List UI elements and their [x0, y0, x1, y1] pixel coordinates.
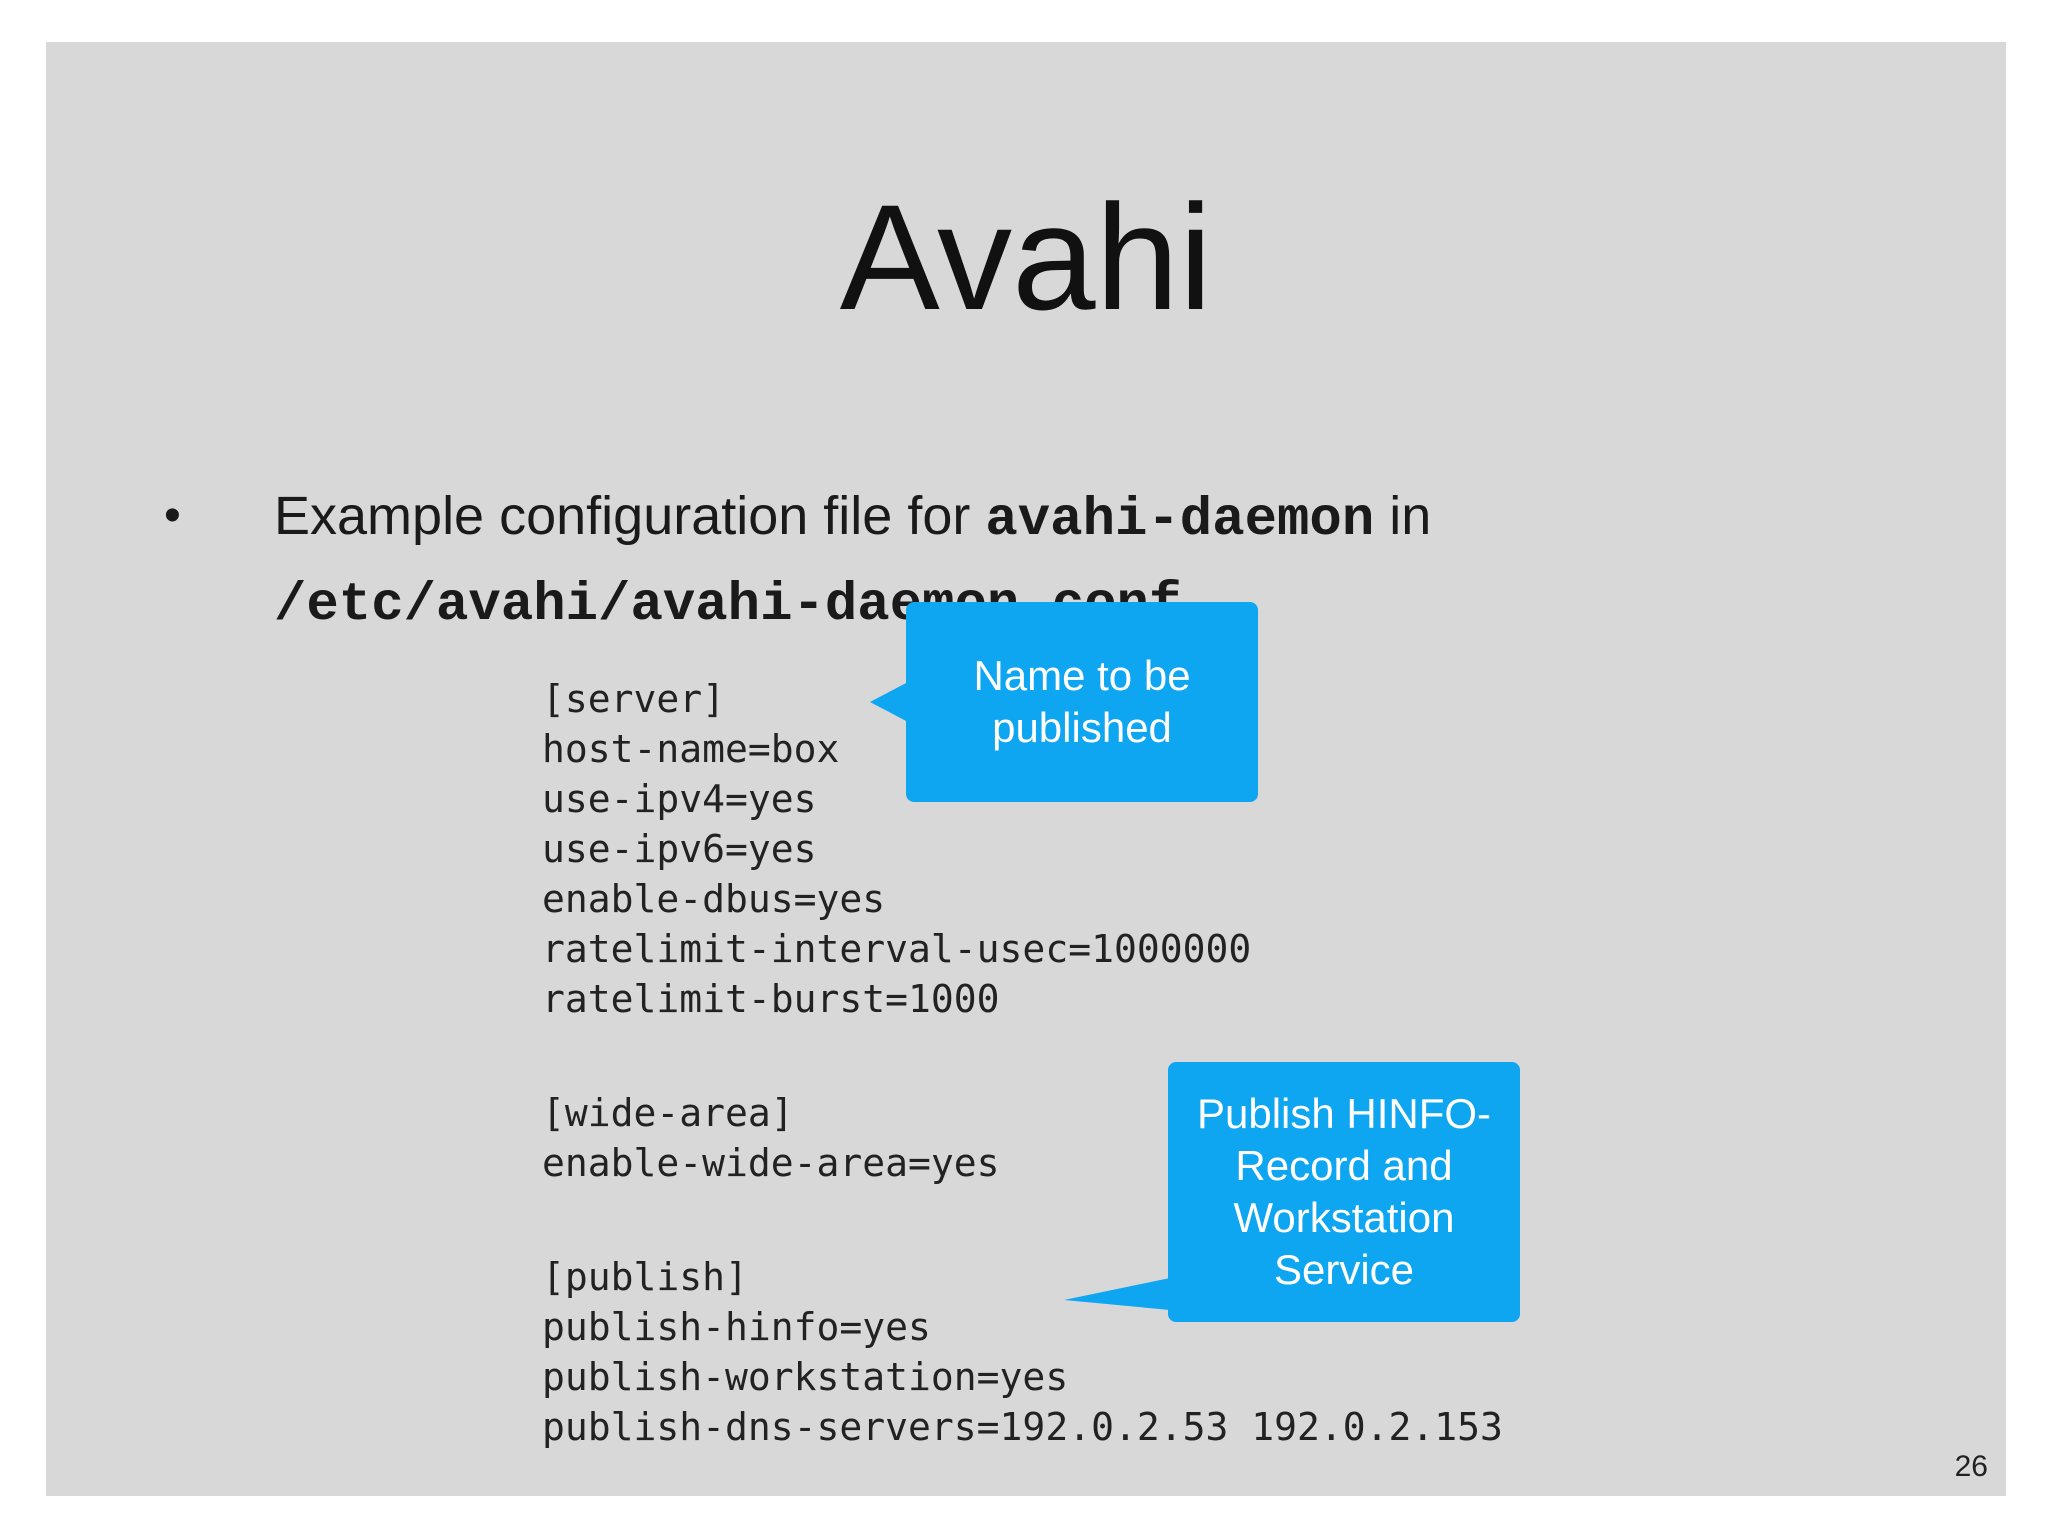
- bullet-text-middle: in: [1374, 486, 1432, 546]
- callout-hostname: Name to be published: [870, 602, 1258, 802]
- callout-publish: Publish HINFO-Record and Workstation Ser…: [1064, 1062, 1520, 1322]
- callout-publish-text: Publish HINFO-Record and Workstation Ser…: [1196, 1090, 1492, 1293]
- page-number: 26: [1954, 1450, 1988, 1483]
- config-line: use-ipv6=yes: [542, 827, 817, 871]
- config-listing: [server] host-name=box use-ipv4=yes use-…: [542, 674, 1503, 1452]
- slide: Avahi • Example configuration file for a…: [46, 42, 2006, 1496]
- config-line: publish-dns-servers=192.0.2.53 192.0.2.1…: [542, 1405, 1503, 1449]
- config-line: publish-hinfo=yes: [542, 1305, 931, 1349]
- callout-hostname-text: Name to be published: [973, 652, 1191, 751]
- config-line: publish-workstation=yes: [542, 1355, 1069, 1399]
- bullet-marker: •: [164, 489, 181, 542]
- config-line: [wide-area]: [542, 1091, 794, 1135]
- config-section-server: [server] host-name=box use-ipv4=yes use-…: [542, 674, 1503, 1024]
- config-line: use-ipv4=yes: [542, 777, 817, 821]
- config-line: enable-dbus=yes: [542, 877, 886, 921]
- config-line: ratelimit-burst=1000: [542, 977, 1000, 1021]
- config-line: host-name=box: [542, 727, 840, 771]
- config-line: [server]: [542, 677, 726, 721]
- config-line: enable-wide-area=yes: [542, 1141, 1000, 1185]
- config-section-wide-area: [wide-area] enable-wide-area=yes: [542, 1088, 1503, 1188]
- config-section-publish: [publish] publish-hinfo=yes publish-work…: [542, 1252, 1503, 1452]
- slide-title: Avahi: [839, 173, 1213, 341]
- bullet-code-daemon: avahi-daemon: [985, 490, 1375, 551]
- config-line: ratelimit-interval-usec=1000000: [542, 927, 1252, 971]
- bullet-text-before: Example configuration file for: [274, 486, 986, 546]
- config-line: [publish]: [542, 1255, 748, 1299]
